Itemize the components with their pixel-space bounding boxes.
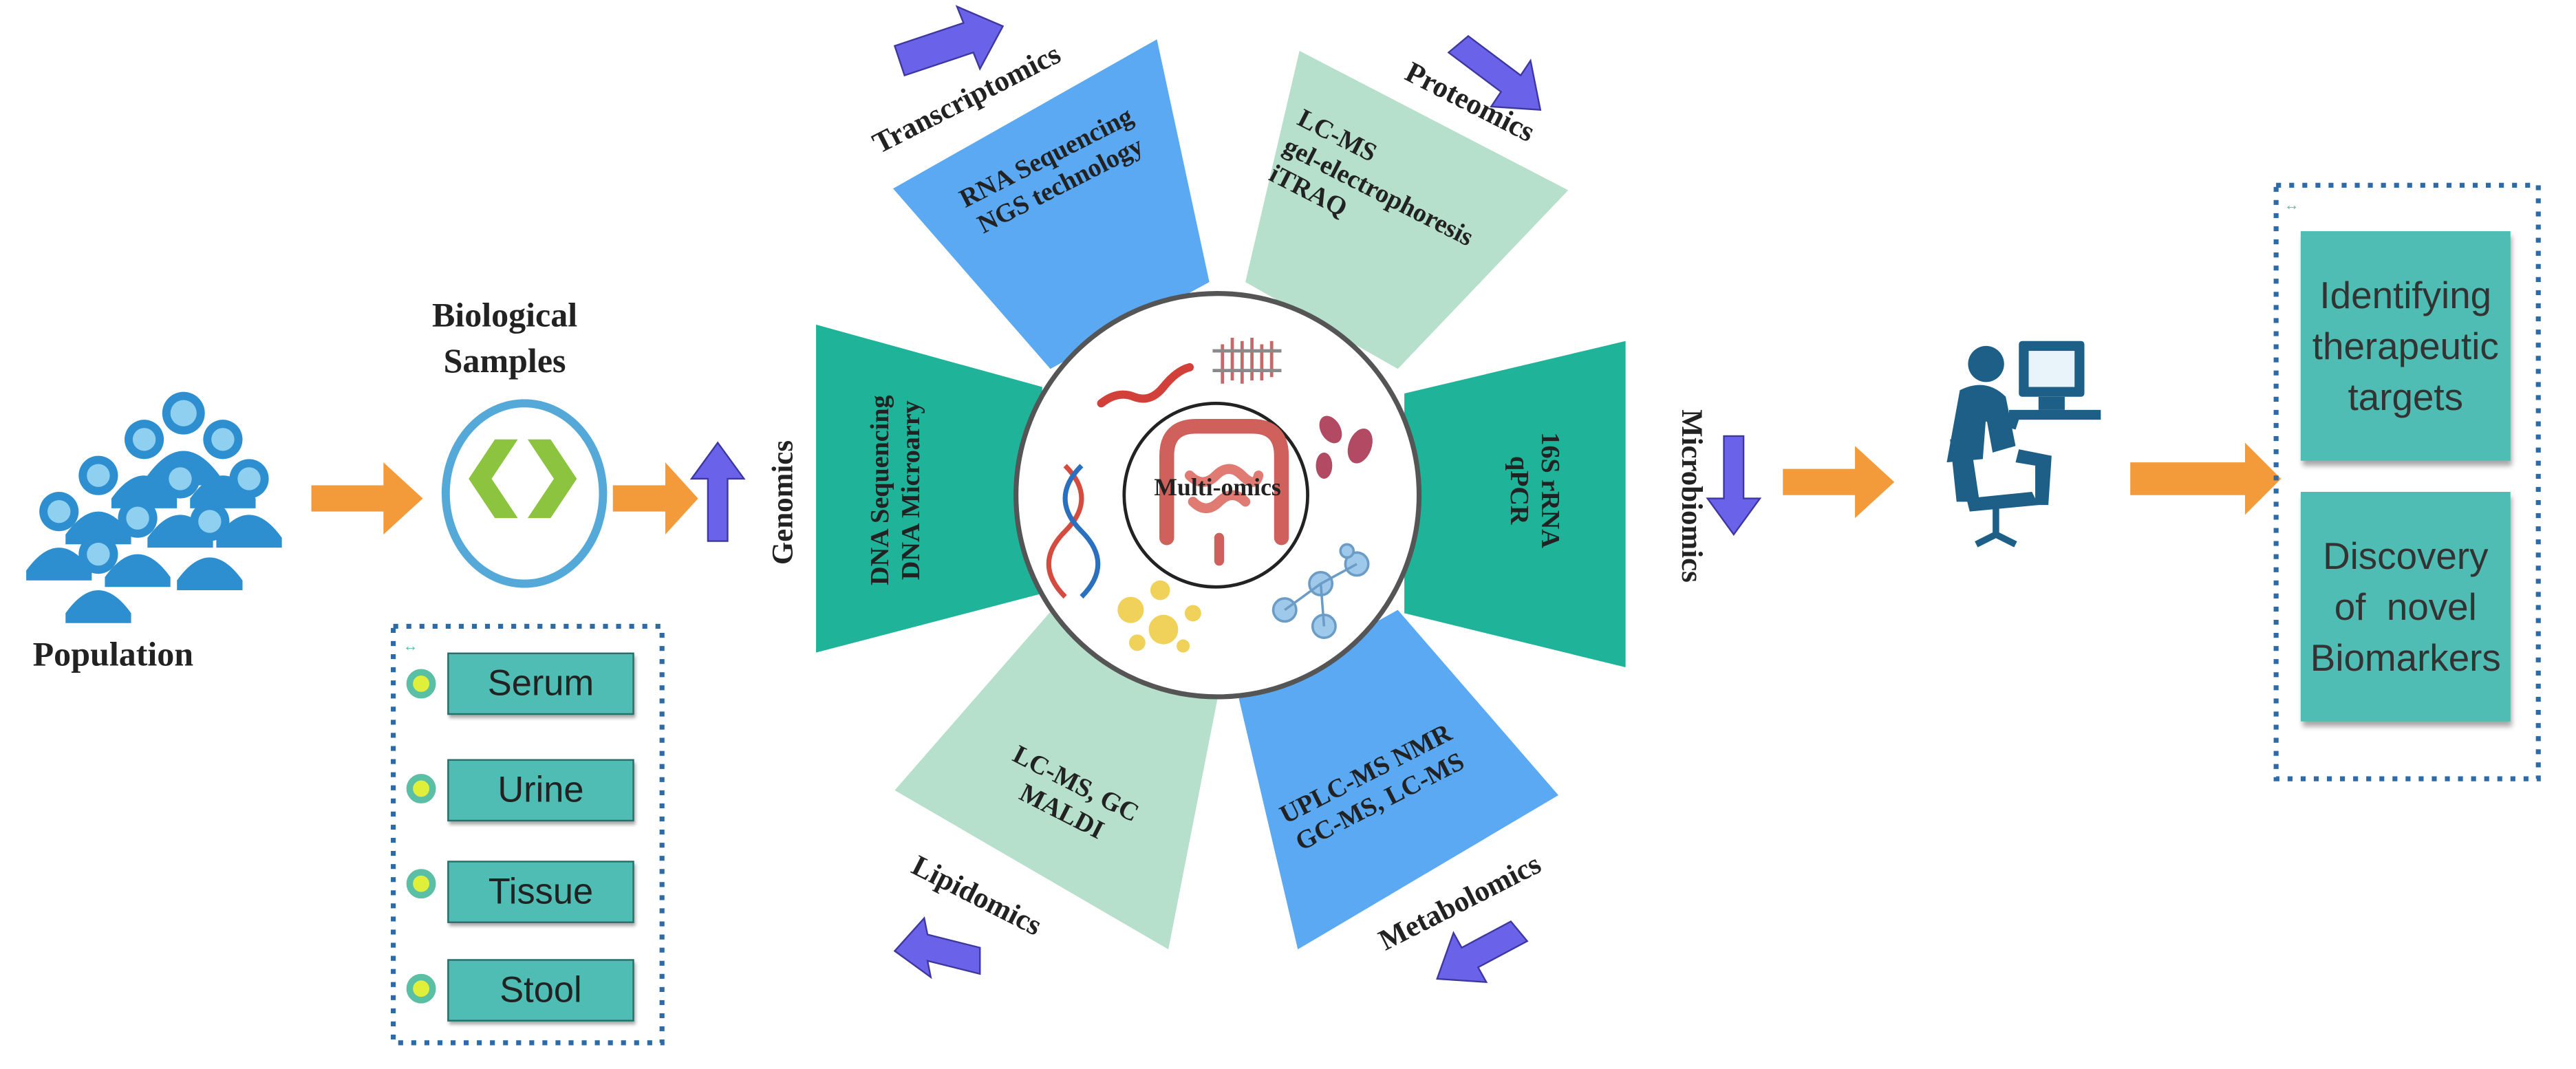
microbiomics-tech: 16S rRNA qPCR bbox=[1503, 408, 1565, 572]
samples-title-line1: Biological bbox=[431, 295, 578, 335]
population-label: Population bbox=[32, 634, 194, 674]
tissue-bullet-icon bbox=[406, 869, 436, 899]
novel-biomarkers-box: Discovery of novel Biomarkers bbox=[2300, 492, 2511, 722]
microbiomics-tech-2: qPCR bbox=[1504, 455, 1532, 525]
swap-icon bbox=[469, 439, 577, 519]
sample-tissue: Tissue bbox=[447, 861, 634, 923]
microbiomics-label: Microbiomics bbox=[1675, 409, 1708, 583]
biomarkers-line-2: of novel bbox=[2334, 584, 2477, 627]
urine-bullet-icon bbox=[406, 773, 436, 803]
genomics-tech: DNA Sequencing DNA Microarry bbox=[866, 384, 928, 597]
rna-icon bbox=[1097, 363, 1194, 408]
protein-icon bbox=[1212, 337, 1282, 384]
samples-title: Biological Samples bbox=[409, 292, 599, 383]
sample-urine: Urine bbox=[447, 759, 634, 822]
targets-line-2: therapeutic bbox=[2312, 323, 2499, 367]
targets-line-3: targets bbox=[2348, 374, 2464, 418]
microbiomics-arrow-icon bbox=[1706, 435, 1762, 537]
computer-user-icon bbox=[1946, 341, 2101, 548]
flow-arrow-1 bbox=[311, 462, 423, 535]
serum-bullet-icon bbox=[406, 669, 436, 699]
genomics-tech-2: DNA Microarry bbox=[898, 400, 926, 581]
targets-line-1: Identifying bbox=[2319, 272, 2492, 316]
sample-serum: Serum bbox=[447, 652, 634, 715]
transcriptomics-panel bbox=[893, 39, 1210, 369]
dna-icon bbox=[1046, 464, 1101, 599]
metabolomics-arrow-icon bbox=[1436, 920, 1529, 984]
samples-title-line2: Samples bbox=[443, 341, 566, 380]
sample-oval bbox=[441, 399, 608, 588]
microbiomics-tech-1: 16S rRNA bbox=[1535, 432, 1564, 548]
stool-bullet-icon bbox=[406, 973, 436, 1004]
flow-arrows bbox=[311, 442, 2282, 535]
genomics-panel bbox=[816, 324, 1042, 653]
flow-arrow-2 bbox=[612, 462, 698, 535]
molecule-icon bbox=[1271, 543, 1370, 639]
metabolomics-panel bbox=[1238, 609, 1558, 950]
multi-omics-label: Multi-omics bbox=[1154, 475, 1281, 502]
intestine-icon bbox=[1159, 418, 1289, 566]
outcomes-frame bbox=[2273, 182, 2541, 781]
genomics-tech-1: DNA Sequencing bbox=[866, 395, 895, 585]
therapeutic-targets-box: Identifying therapeutic targets bbox=[2300, 231, 2511, 461]
lipidomics-panel bbox=[894, 609, 1218, 950]
sample-list-frame bbox=[391, 623, 665, 1046]
microbiomics-panel bbox=[1404, 341, 1626, 668]
bacteria-icon bbox=[1316, 415, 1373, 479]
biomarkers-line-1: Discovery bbox=[2323, 533, 2489, 576]
genomics-arrow-icon bbox=[689, 441, 746, 542]
flow-arrow-3 bbox=[1783, 446, 1895, 519]
biomarkers-line-3: Biomarkers bbox=[2310, 635, 2501, 678]
proteomics-arrow-icon bbox=[1447, 34, 1542, 111]
sample-stool: Stool bbox=[447, 959, 634, 1022]
people-icon bbox=[26, 391, 282, 623]
lipidomics-arrow-icon bbox=[893, 916, 981, 980]
transcriptomics-arrow-icon bbox=[893, 5, 1005, 77]
proteomics-panel bbox=[1245, 50, 1569, 369]
lipid-icon bbox=[1117, 580, 1201, 653]
genomics-label: Genomics bbox=[766, 440, 799, 565]
expand-icon: ↔ bbox=[2284, 197, 2299, 213]
flow-arrow-4 bbox=[2130, 442, 2282, 515]
expand-icon: ↔ bbox=[403, 638, 418, 654]
omic-arrows bbox=[689, 5, 1762, 984]
